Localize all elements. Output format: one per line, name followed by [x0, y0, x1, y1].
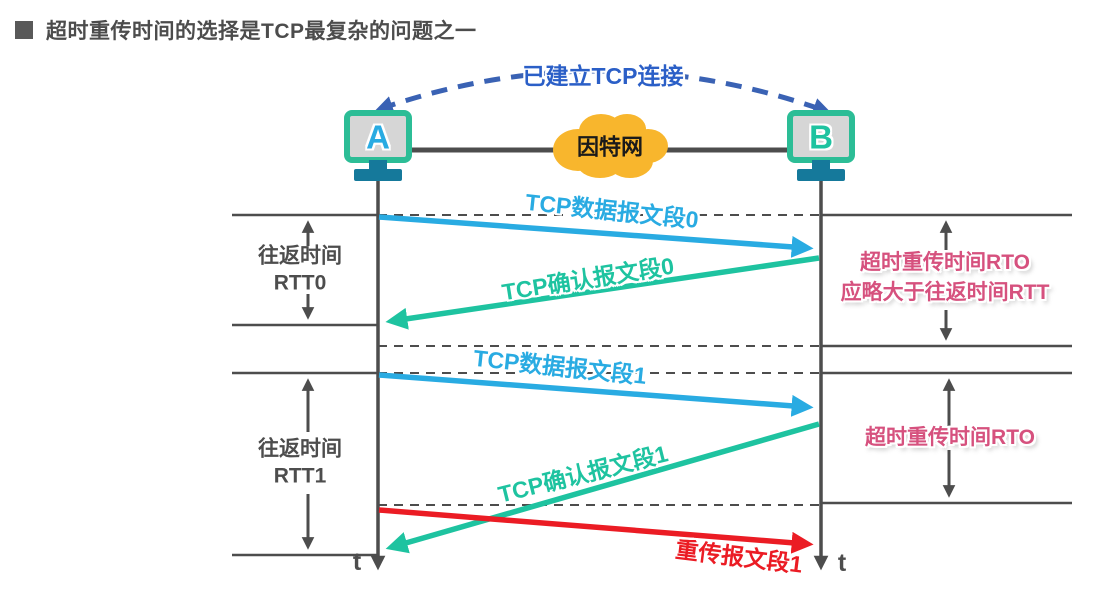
rto0-annotation: 超时重传时间RTO 应略大于往返时间RTT [841, 248, 1050, 308]
rto1-annotation: 超时重传时间RTO [865, 426, 1035, 450]
dashed-guides [378, 214, 821, 506]
internet-cloud-icon [553, 114, 668, 178]
host-a-icon [344, 110, 412, 181]
internet-label: 因特网 [576, 134, 644, 160]
rtt1-line1: 往返时间 [258, 437, 342, 461]
connection-established-label: 已建立TCP连接 [522, 62, 684, 89]
rto0-line2: 应略大于往返时间RTT [840, 281, 1050, 304]
rto0-line1: 超时重传时间RTO [860, 251, 1030, 275]
host-a-label: A [366, 118, 390, 156]
arrow-ack-segment-0 [385, 255, 820, 330]
rtt0-line2: RTT0 [273, 272, 327, 295]
time-axis-label-a: t [352, 547, 362, 576]
arrow-ack-segment-1 [385, 421, 820, 554]
time-axis-label-b: t [837, 548, 847, 577]
host-b-label: B [809, 118, 833, 156]
arrow-data-segment-0 [378, 214, 814, 258]
rtt0-line1: 往返时间 [258, 244, 342, 268]
event-lines-right [821, 213, 1072, 505]
host-b-icon [787, 110, 855, 181]
rtt1-line2: RTT1 [273, 465, 327, 488]
arrow-retransmit-segment-1 [378, 507, 814, 554]
slide-title-row: 超时重传时间的选择是TCP最复杂的问题之一 [15, 15, 477, 45]
rtt1-annotation: 往返时间 RTT1 [258, 436, 342, 491]
tcp-connection-arc [374, 68, 832, 116]
arrow-data-segment-1 [378, 372, 814, 417]
rto-measure-arrows [939, 220, 956, 498]
rtt0-annotation: 往返时间 RTT0 [258, 243, 342, 298]
slide-title: 超时重传时间的选择是TCP最复杂的问题之一 [46, 20, 477, 43]
event-lines-left [232, 213, 378, 557]
title-bullet-icon [15, 21, 33, 39]
